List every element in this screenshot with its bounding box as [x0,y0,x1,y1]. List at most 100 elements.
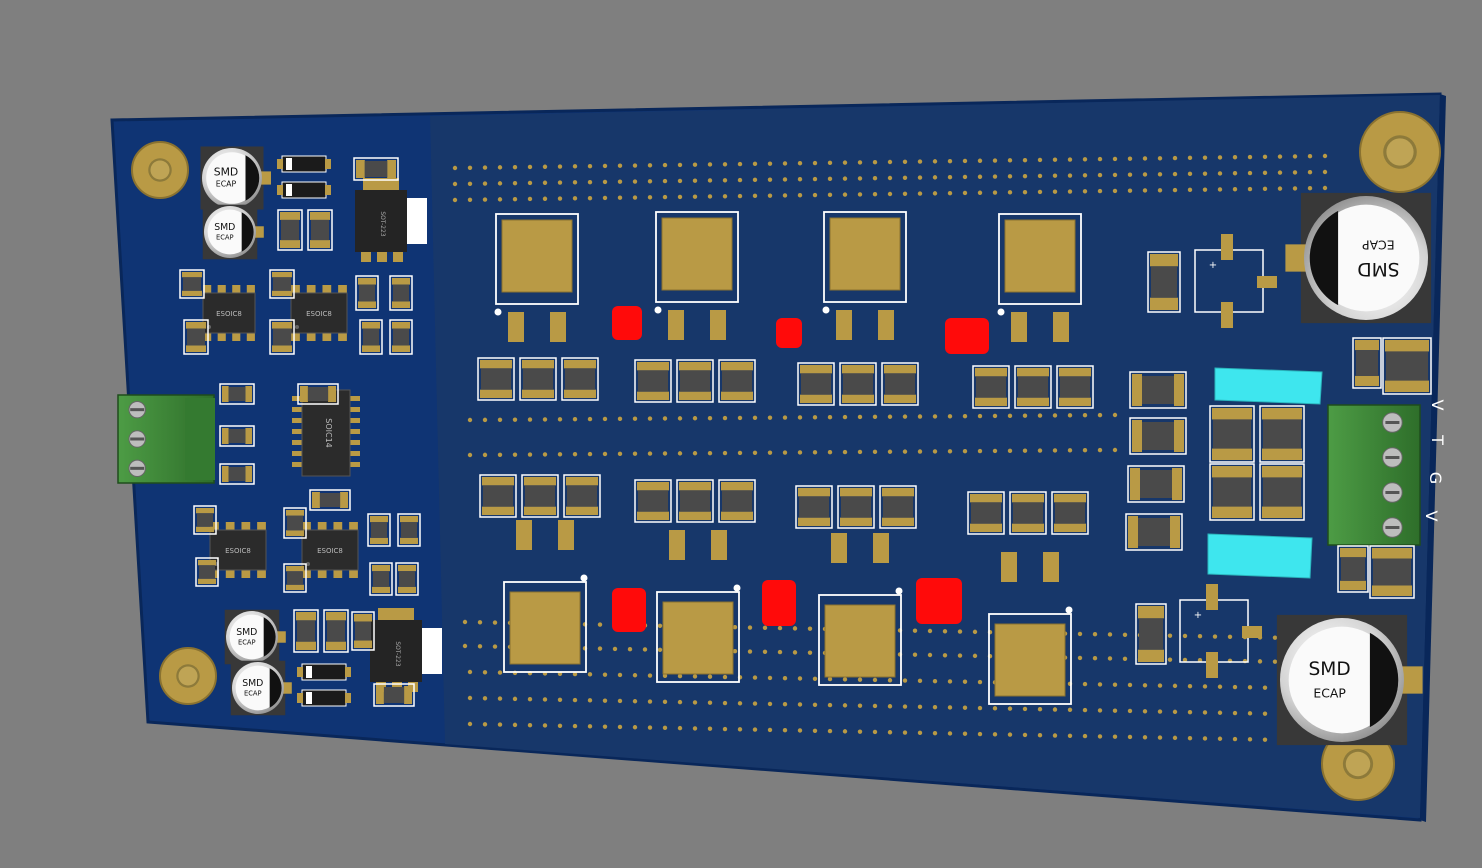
via [1217,710,1223,715]
via [617,724,623,730]
pad [1262,506,1302,518]
pad [1138,606,1164,619]
silk-outline [1147,251,1181,313]
via [827,702,833,708]
ic-pin [203,331,212,341]
pad [1221,302,1233,328]
via [632,416,638,421]
via [992,448,998,454]
via [737,177,743,183]
smd-left-12 [219,425,255,447]
pad [1059,368,1091,377]
via [942,653,948,658]
body [680,370,710,392]
via [632,725,638,730]
pad [1372,548,1412,559]
pad [245,466,252,482]
via [872,729,878,735]
pad [400,516,418,523]
via [977,679,983,685]
ic-pin [292,429,304,434]
pad [842,394,874,403]
body [1341,557,1365,581]
silk-outline [1209,405,1255,463]
ic-pin [349,568,358,578]
inductor-left-0 [1129,371,1187,409]
via [972,629,978,635]
via [1322,185,1328,191]
body [525,485,555,507]
body [1142,376,1174,404]
via [887,704,893,709]
body [1013,502,1043,524]
via [1247,170,1253,176]
via [1202,171,1208,176]
via [1157,156,1163,161]
pad [1150,254,1178,267]
reg-label: SOT-223 [379,211,386,236]
source-pad [1053,312,1069,342]
silk-outline [676,479,714,523]
via [992,158,998,163]
via [917,414,923,419]
via [1022,448,1028,453]
via [887,175,893,181]
silk-outline [389,319,413,355]
via [782,161,788,166]
smd-right-edge-3 [1337,545,1369,593]
silk-outline [972,365,1010,409]
via [992,190,998,195]
pad [277,159,283,169]
smd-left-23 [395,562,419,596]
silk-outline [351,611,375,651]
via [932,730,938,736]
pad [182,290,202,296]
via [527,452,533,457]
pad [679,362,711,371]
pad [358,278,376,285]
ic-esoic8-4: ESOIC8 [301,522,359,578]
body [885,373,915,395]
pad [392,301,410,308]
diode-2 [277,181,331,199]
pad [975,397,1007,406]
via [857,703,863,708]
ic-pin [232,331,241,341]
pad [196,526,214,532]
silk-outline [656,591,740,683]
pad [286,584,304,590]
mounting-hole-inner-1 [1386,138,1414,166]
silk-outline [881,362,919,406]
body [1060,376,1090,398]
pad [296,641,316,650]
silk-outline [373,683,415,707]
via [617,416,623,422]
smd-capacitor [676,359,714,403]
via [752,161,758,167]
via [612,646,618,652]
via [1127,156,1133,161]
via [1142,156,1148,161]
via [602,672,608,677]
smd-left-14 [297,383,339,405]
via [1097,412,1103,418]
smd-right-edge-0 [1147,251,1181,313]
via [887,449,893,454]
via [827,176,833,182]
via [902,449,908,454]
smd-left-24 [293,609,319,653]
pad [679,482,711,491]
via [617,672,623,678]
via [692,416,698,421]
via [722,674,728,680]
via [587,416,593,422]
cap-pad [276,631,286,643]
pad [882,517,914,526]
via [662,416,668,421]
via [1272,659,1278,664]
via [1247,737,1253,742]
via [572,723,578,729]
cap-polarity-band [1309,210,1339,306]
